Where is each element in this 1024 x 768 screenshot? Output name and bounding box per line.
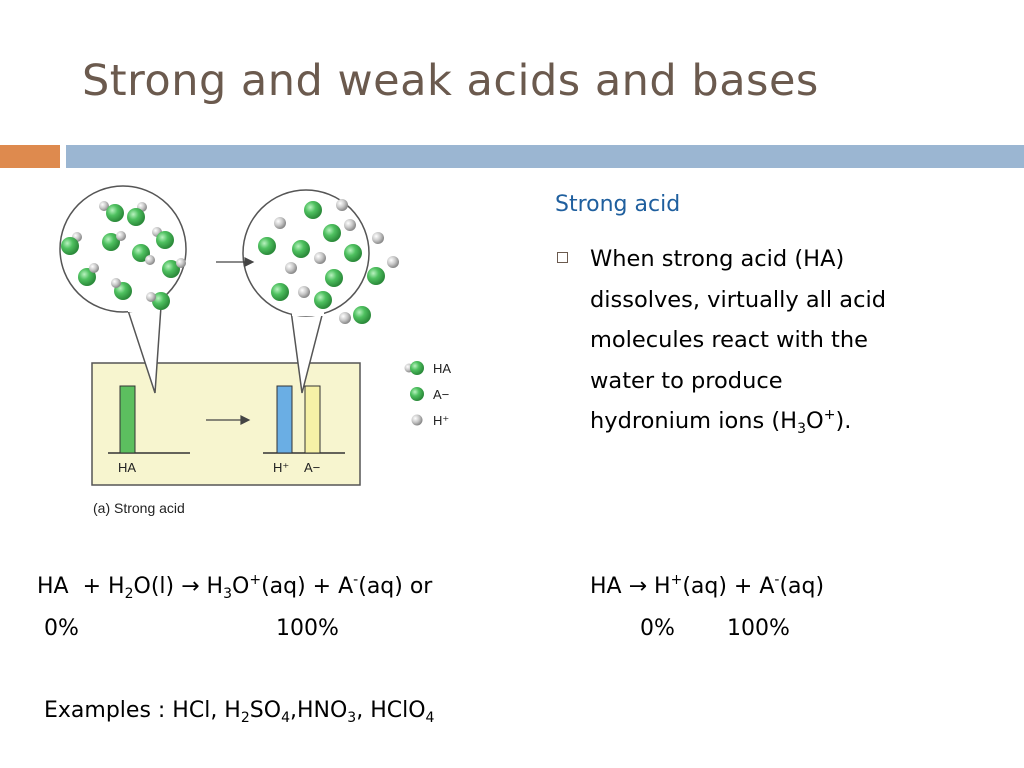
arrow-icon: → (181, 574, 200, 599)
legend-item-ha: HA (404, 361, 451, 376)
equation1-pct-left: 0% (44, 616, 79, 641)
bullet-line-5: hydronium ions (H3O+). (590, 407, 852, 437)
bar-a-minus (304, 385, 321, 454)
equation1-pct-right: 100% (276, 616, 339, 641)
bullet-line-2: dissolves, virtually all acid (590, 286, 886, 313)
svg-text:A−: A− (433, 387, 449, 402)
equation2-pct-right: 100% (727, 616, 790, 641)
legend: HA A− H⁺ (404, 361, 451, 428)
accent-bar-orange (0, 145, 60, 168)
bar-label-h: H⁺ (273, 460, 289, 475)
accent-bar-blue (66, 145, 1024, 168)
bullet-line-4: water to produce (590, 367, 783, 394)
figure-caption: (a) Strong acid (93, 500, 185, 516)
equation2-pct-left: 0% (640, 616, 675, 641)
ha-molecules (61, 201, 186, 310)
section-heading: Strong acid (555, 192, 681, 217)
bar-h-plus (276, 385, 293, 454)
bullet-text: When strong acid (HA) dissolves, virtual… (590, 239, 970, 442)
bullet-marker (557, 252, 568, 263)
dissociated-ions (258, 199, 399, 324)
bullet-line-1: When strong acid (HA) (590, 246, 845, 272)
top-arrow (216, 257, 255, 267)
slide-title: Strong and weak acids and bases (82, 56, 819, 106)
svg-text:H⁺: H⁺ (433, 413, 449, 428)
bullet-line-3: molecules react with the (590, 327, 868, 353)
legend-item-a-minus: A− (410, 387, 449, 402)
bottom-arrow (206, 415, 251, 425)
equation-dissociation: HA → H+(aq) + A-(aq) (590, 572, 825, 599)
legend-item-h-plus: H⁺ (411, 413, 449, 428)
svg-text:HA: HA (433, 361, 451, 376)
equation-strong-acid: HA + H2O(l) → H3O+(aq) + A-(aq) or (37, 572, 433, 602)
arrow-icon: → (628, 574, 648, 599)
bar-label-ha: HA (118, 460, 136, 475)
examples-line: Examples : HCl, H2SO4,HNO3, HClO4 (44, 698, 435, 726)
bar-ha (119, 385, 136, 454)
bar-label-a: A− (304, 460, 320, 475)
strong-acid-diagram: HA H⁺ A− (a) Strong acid HA A− H⁺ (59, 185, 451, 516)
